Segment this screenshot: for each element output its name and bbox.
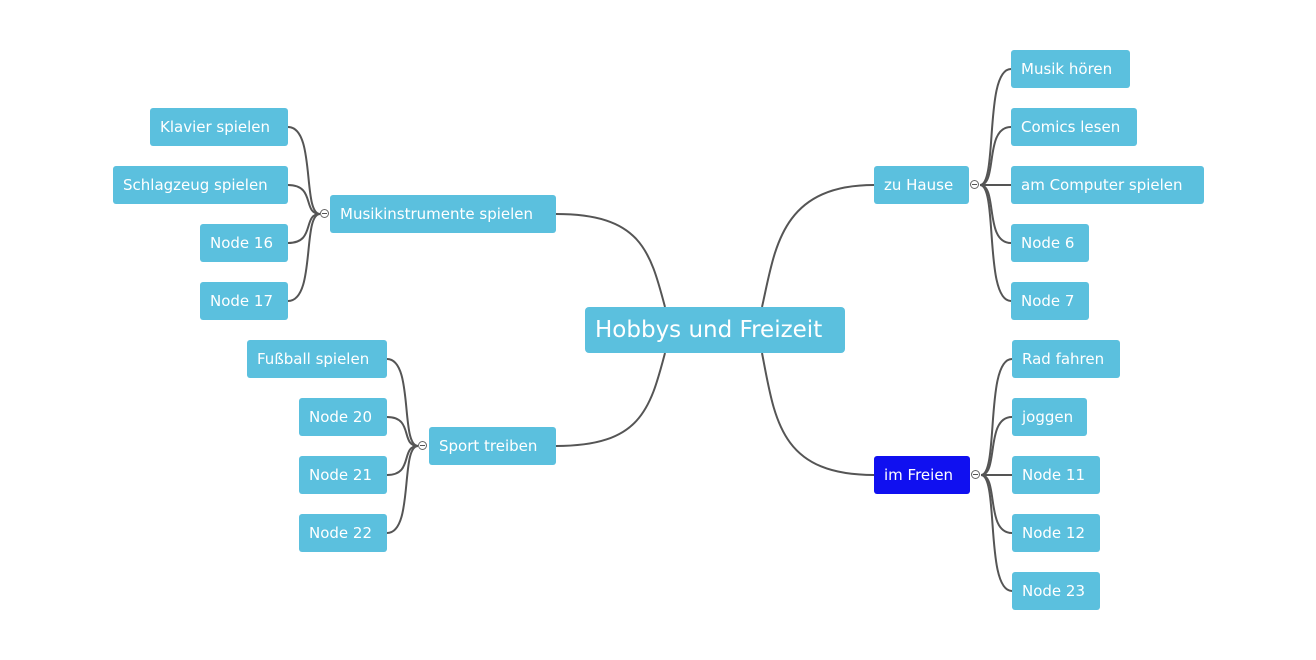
leaf-node[interactable]: Schlagzeug spielen (113, 166, 288, 204)
leaf-node[interactable]: Comics lesen (1011, 108, 1137, 146)
node-label: Klavier spielen (160, 118, 271, 136)
branch-node-im-freien[interactable]: im Freien (874, 456, 970, 494)
collapse-toggle-icon[interactable] (418, 441, 427, 450)
leaf-node[interactable]: joggen (1012, 398, 1087, 436)
node-label: am Computer spielen (1021, 176, 1183, 194)
leaf-node[interactable]: Node 7 (1011, 282, 1089, 320)
node-label: Node 11 (1022, 466, 1086, 484)
node-label: Node 20 (309, 408, 373, 426)
leaf-node[interactable]: Node 23 (1012, 572, 1100, 610)
link-musik-0 (287, 126, 321, 215)
collapse-toggle-icon[interactable] (971, 470, 980, 479)
link-freien-3 (980, 474, 1013, 534)
branch-node-zu-hause[interactable]: zu Hause (874, 166, 969, 204)
root-node[interactable]: Hobbys und Freizeit (585, 307, 845, 353)
link-root-freien (761, 352, 875, 476)
root-node-label: Hobbys und Freizeit (595, 317, 823, 343)
node-label: Node 17 (210, 292, 274, 310)
leaf-node[interactable]: Node 22 (299, 514, 387, 552)
leaf-node[interactable]: Node 11 (1012, 456, 1100, 494)
node-label: Sport treiben (439, 437, 538, 455)
link-freien-4 (980, 474, 1013, 592)
node-label: Node 12 (1022, 524, 1086, 542)
node-label: Rad fahren (1022, 350, 1105, 368)
leaf-node[interactable]: Klavier spielen (150, 108, 288, 146)
node-label: Fußball spielen (257, 350, 370, 368)
node-label: Node 6 (1021, 234, 1075, 252)
node-label: Node 22 (309, 524, 373, 542)
leaf-node[interactable]: Node 6 (1011, 224, 1089, 262)
branch-node-musikinstrumente[interactable]: Musikinstrumente spielen (330, 195, 556, 233)
node-label: Comics lesen (1021, 118, 1121, 136)
leaf-node[interactable]: Musik hören (1011, 50, 1130, 88)
node-label: im Freien (884, 466, 954, 484)
link-musik-1 (287, 184, 321, 215)
leaf-node[interactable]: Node 17 (200, 282, 288, 320)
link-hause-4 (979, 184, 1012, 302)
node-label: Musik hören (1021, 60, 1113, 78)
leaf-node[interactable]: Node 12 (1012, 514, 1100, 552)
link-sport-0 (386, 358, 419, 447)
link-hause-0 (979, 68, 1012, 186)
node-label: Schlagzeug spielen (123, 176, 268, 194)
leaf-node[interactable]: Node 16 (200, 224, 288, 262)
link-freien-0 (980, 358, 1013, 476)
leaf-node[interactable]: Rad fahren (1012, 340, 1120, 378)
link-freien-1 (980, 416, 1013, 476)
leaf-node[interactable]: Node 21 (299, 456, 387, 494)
link-musik-3 (287, 213, 321, 302)
node-label: Node 7 (1021, 292, 1075, 310)
node-label: Node 21 (309, 466, 373, 484)
link-hause-3 (979, 184, 1012, 244)
node-label: Musikinstrumente spielen (340, 205, 534, 223)
link-root-sport (555, 352, 666, 447)
leaf-node[interactable]: Fußball spielen (247, 340, 387, 378)
node-label: zu Hause (884, 176, 954, 194)
link-root-hause (761, 184, 875, 308)
leaf-node[interactable]: am Computer spielen (1011, 166, 1204, 204)
node-label: joggen (1022, 408, 1074, 426)
collapse-toggle-icon[interactable] (970, 180, 979, 189)
collapse-toggle-icon[interactable] (320, 209, 329, 218)
link-hause-1 (979, 126, 1012, 186)
link-sport-1 (386, 416, 419, 447)
leaf-node[interactable]: Node 20 (299, 398, 387, 436)
link-root-musik (555, 213, 666, 308)
link-sport-3 (386, 445, 419, 534)
node-label: Node 16 (210, 234, 274, 252)
node-label: Node 23 (1022, 582, 1086, 600)
branch-node-sport[interactable]: Sport treiben (429, 427, 556, 465)
